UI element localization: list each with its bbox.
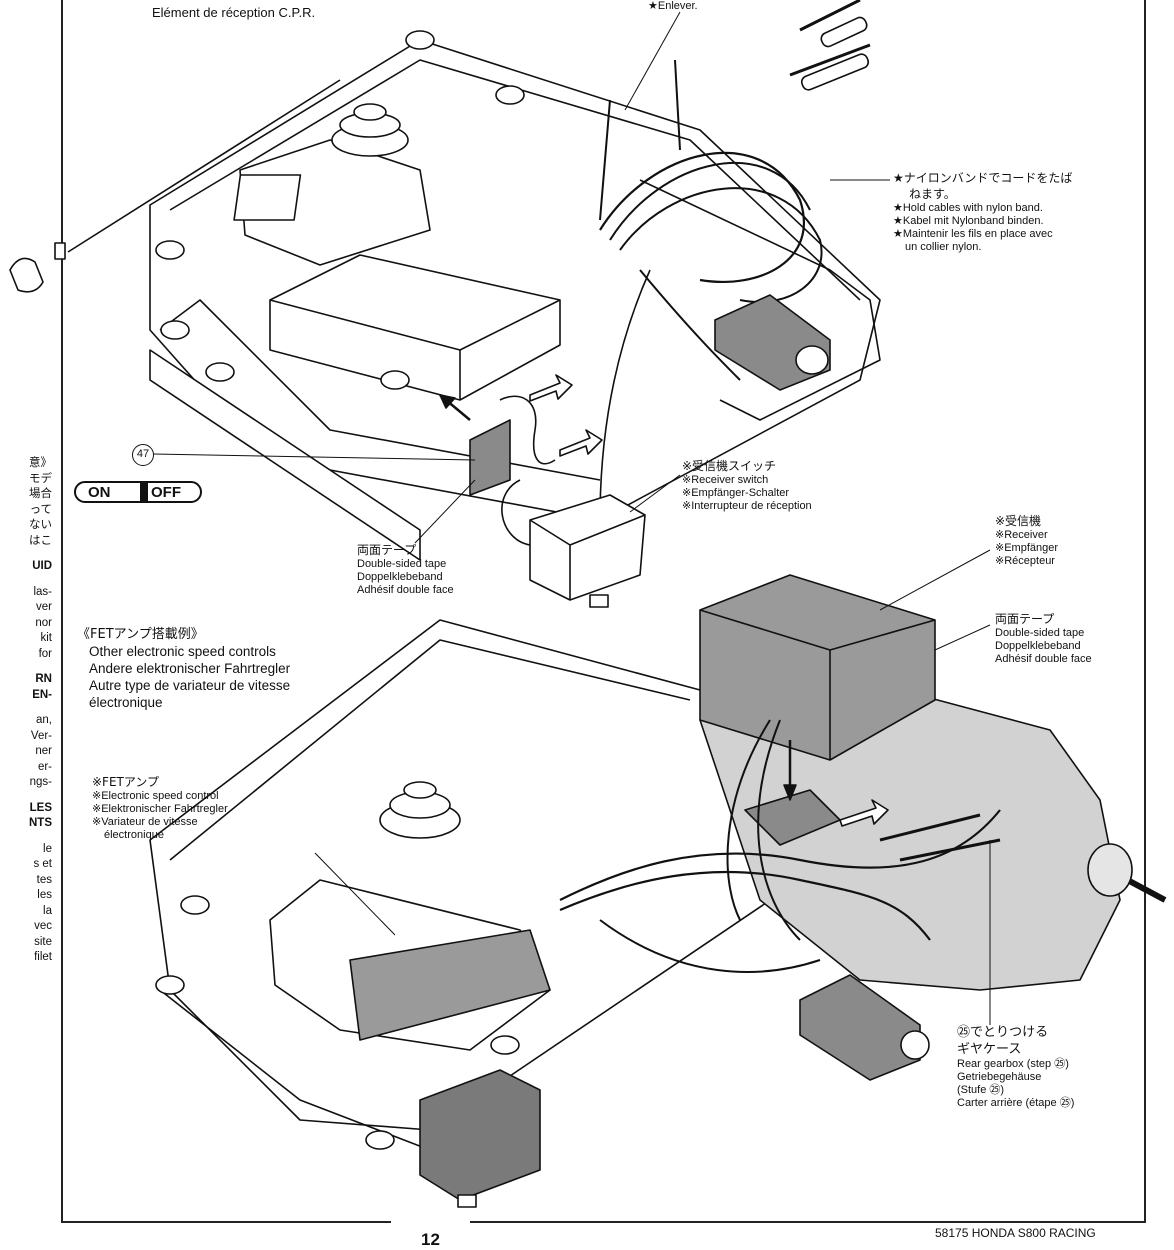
margin-line: Ver- [30,729,52,742]
antenna-rod [67,79,341,253]
page-number: 12 [421,1230,440,1249]
bottom-frame-line-right [470,1221,1146,1223]
margin-line: an, [36,714,52,726]
fet-example-de: Andere elektronischer Fahrtregler [89,661,291,676]
part-number: 47 [136,448,150,460]
switch-knob-icon [140,483,148,501]
margin-line: kit [40,632,53,644]
cpr-element-label: Elément de réception C.P.R. [152,5,316,20]
tape-1-en: Double-sided tape [357,558,447,570]
fet-example-fr-2: électronique [89,695,163,710]
receiver-jp: ※受信機 [995,514,1042,528]
model-footer: 58175 HONDA S800 RACING [935,1226,1096,1240]
tape-2-en: Double-sided tape [995,627,1085,639]
gearbox-de-2: (Stufe ㉕) [957,1084,1005,1096]
margin-line: les [37,889,52,901]
cable-note-jp-2: ねます。 [909,187,956,201]
receiver-de: ※Empfänger [995,542,1059,554]
margin-line: tes [36,873,52,886]
on-label: ON [88,483,111,501]
margin-line: ner [35,745,52,757]
tape-label-2: 両面テープ Double-sided tape Doppelklebeband … [995,611,1092,666]
tape-label-1: 両面テープ Double-sided tape Doppelklebeband … [357,542,454,597]
part-number-badge: 47 [132,444,154,466]
margin-line: filet [34,951,52,963]
margin-line: ngs- [29,776,52,788]
tape-1-fr: Adhésif double face [357,584,454,596]
fet-amp-fr-1: ※Variateur de vitesse [92,816,198,828]
cable-note-fr-1: ★Maintenir les fils en place avec [893,228,1053,240]
margin-line: site [34,935,52,948]
gearbox-jp-1: ㉕でとりつける [957,1025,1049,1040]
cable-note-jp-1: ★ナイロンバンドでコードをたば [893,171,1073,185]
cable-note-en: ★Hold cables with nylon band. [893,202,1043,214]
receiver-switch-label: ※受信機スイッチ ※Receiver switch ※Empfänger-Sch… [682,458,812,513]
tape-1-de: Doppelklebeband [357,571,443,583]
receiver-switch-de: ※Empfänger-Schalter [682,487,790,499]
margin-line: 意》 [29,457,52,469]
gearbox-label: ㉕でとりつける ギヤケース Rear gearbox (step ㉕) Getr… [957,1024,1074,1110]
cable-note: ★ナイロンバンドでコードをたば ねます。 ★Hold cables with n… [893,170,1072,254]
fet-amp-en: ※Electronic speed control [92,790,219,802]
margin-line: vec [34,920,52,932]
margin-line: EN- [32,688,52,701]
fet-example-block: 《FETアンプ搭載例》 Other electronic speed contr… [77,627,290,711]
margin-line: モデ [29,472,52,485]
margin-line: ない [29,519,52,531]
margin-line: RN [35,673,52,685]
remove-label: ★Enlever. [648,0,698,12]
margin-line: for [38,647,52,660]
gearbox-de-1: Getriebegehäuse [957,1071,1042,1083]
cable-note-de: ★Kabel mit Nylonband binden. [893,215,1044,227]
receiver-fr: ※Récepteur [995,555,1055,567]
margin-line: ver [36,601,52,613]
fet-amp-fr-2: électronique [104,829,164,841]
margin-line [0,791,52,801]
receiver-label: ※受信機 ※Receiver ※Empfänger ※Récepteur [995,513,1058,568]
fet-amp-de: ※Elektronischer Fahrtregler [92,803,228,815]
right-frame-line [1144,0,1146,1222]
fet-example-fr-1: Autre type de variateur de vitesse [89,678,291,693]
fet-amp-jp: ※FETアンプ [92,775,160,789]
margin-line: s et [33,858,52,870]
tape-2-fr: Adhésif double face [995,653,1092,665]
margin-line: las- [33,585,52,598]
gearbox-en: Rear gearbox (step ㉕) [957,1058,1069,1070]
left-frame-line [61,0,63,1222]
margin-line [0,549,52,559]
margin-line [0,703,52,713]
margin-line: la [43,904,52,917]
tape-1-jp: 両面テープ [357,543,417,557]
margin-line: って [29,503,52,516]
gearbox-jp-2: ギヤケース [957,1042,1022,1057]
tape-2-jp: 両面テープ [995,612,1055,626]
bottom-frame-line [61,1221,391,1223]
receiver-en: ※Receiver [995,529,1048,541]
margin-line: nor [35,616,52,629]
tape-2-de: Doppelklebeband [995,640,1081,652]
fet-example-en: Other electronic speed controls [89,644,276,659]
gearbox-fr: Carter arrière (étape ㉕) [957,1097,1075,1109]
cable-note-fr-2: un collier nylon. [905,241,982,253]
margin-line: le [43,842,52,855]
margin-line: er- [37,760,52,773]
margin-line [0,662,52,672]
off-label: OFF [151,483,181,501]
margin-line: UID [32,560,52,572]
margin-line [0,575,52,585]
on-off-indicator: ON OFF [74,481,202,503]
margin-line: NTS [29,817,52,829]
receiver-switch-fr: ※Interrupteur de réception [682,500,812,512]
left-margin-text: 意》 モデ 場合 って ない はこ UID las- ver nor kit f… [0,456,52,966]
receiver-switch-jp: ※受信機スイッチ [682,459,777,473]
margin-line [0,832,52,842]
receiver-switch-en: ※Receiver switch [682,474,769,486]
margin-line: LES [29,801,52,814]
fet-amp-label: ※FETアンプ ※Electronic speed control ※Elekt… [92,774,228,842]
fet-example-jp: 《FETアンプ搭載例》 [77,627,204,642]
margin-line: はこ [29,534,52,547]
margin-line: 場合 [29,488,52,500]
